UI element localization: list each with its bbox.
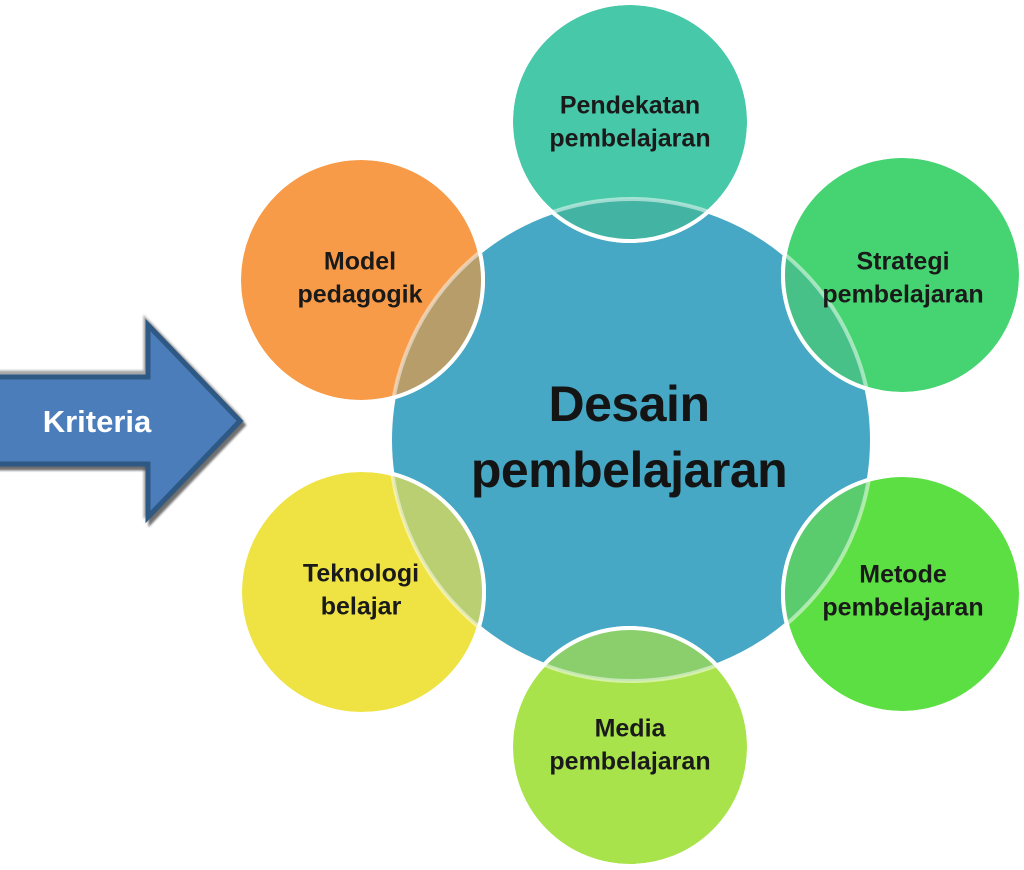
node-rim [509,626,751,868]
arrow-shape [0,318,244,524]
node-media [509,626,751,868]
node-rim [509,1,751,243]
node-model [237,156,485,404]
node-metode [781,473,1023,715]
node-rim [237,156,485,404]
overlap-lens [511,197,749,241]
node-strategi [781,154,1023,396]
node-teknologi [238,468,486,716]
node-rim [781,154,1023,396]
node-pendekatan [509,1,751,243]
node-rim [238,468,486,716]
node-rim [781,473,1023,715]
overlap-lens [511,628,749,683]
kriteria-arrow [0,318,244,524]
